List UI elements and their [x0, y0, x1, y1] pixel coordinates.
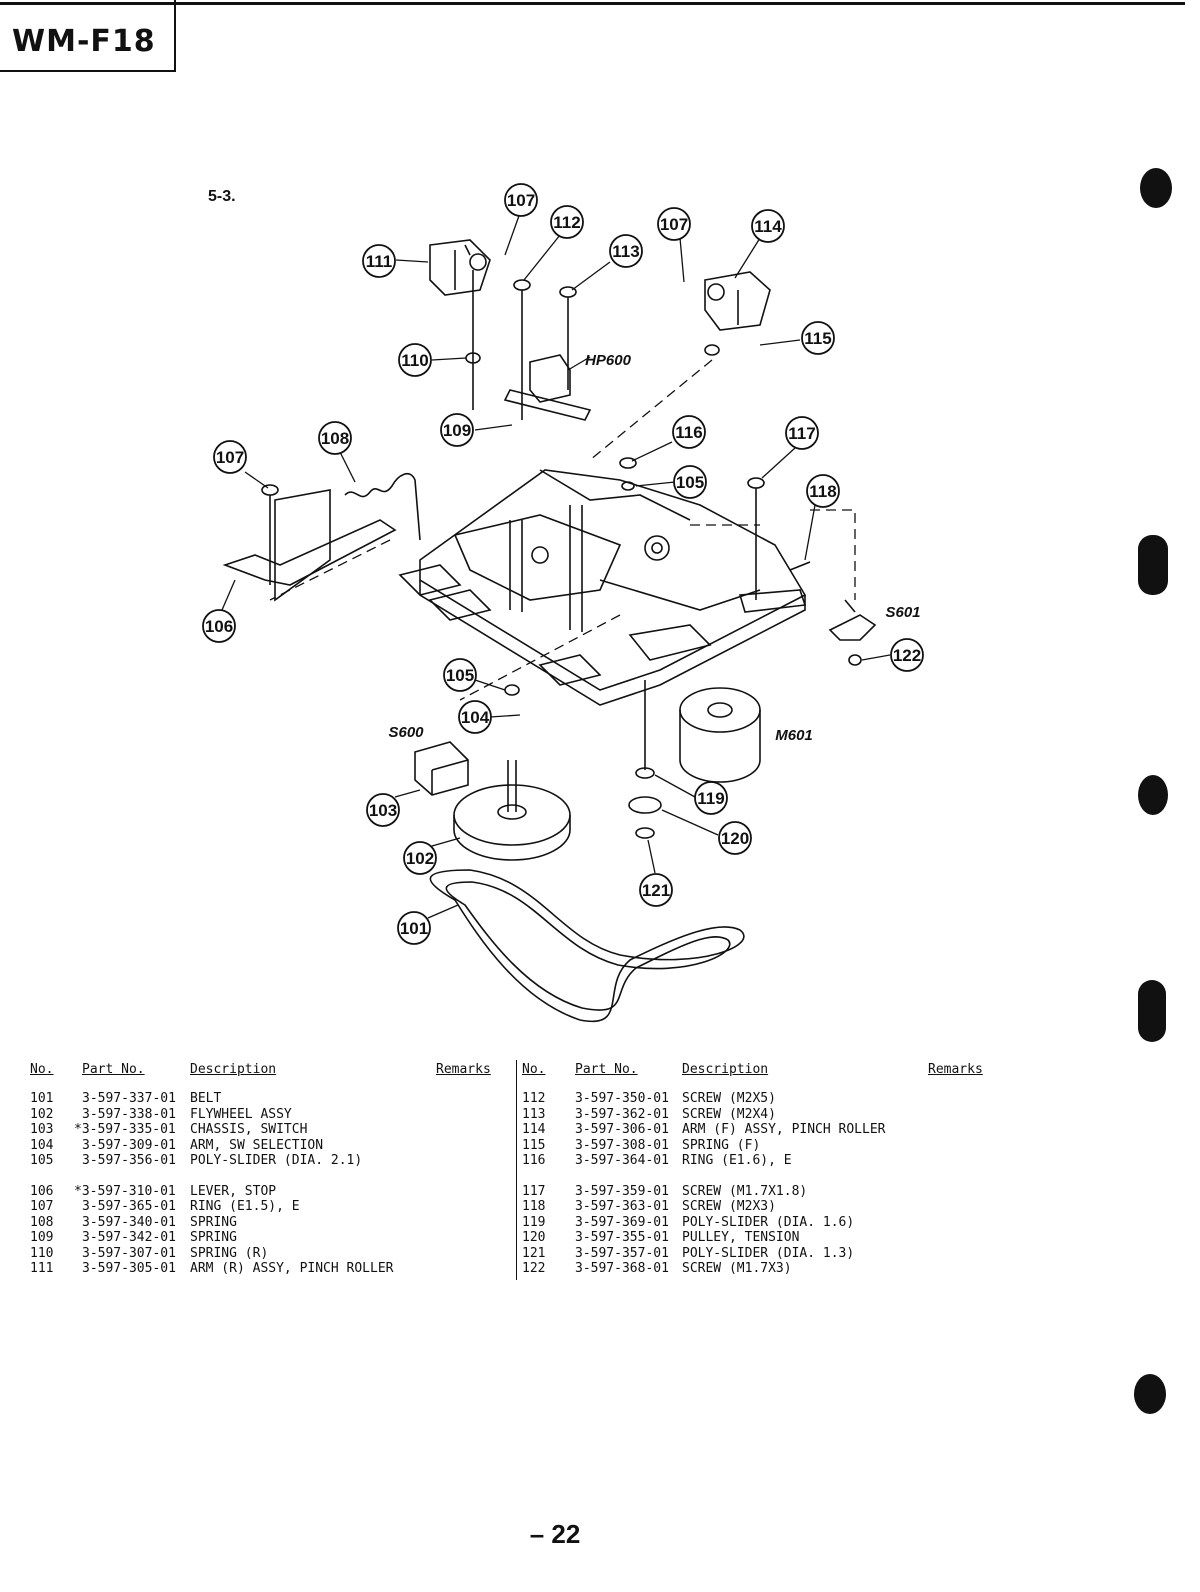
callout-circle: [785, 416, 819, 450]
binder-hole: [1134, 1374, 1166, 1414]
callout-120: 120: [721, 829, 749, 848]
callout-circle: [202, 609, 236, 643]
callout-116: 116: [675, 423, 702, 442]
callout-117: 117: [788, 424, 815, 443]
callout-circle: [718, 821, 752, 855]
callout-circle: [318, 421, 352, 455]
col-header-description: Description: [190, 1062, 277, 1077]
callout-107: 107: [507, 191, 535, 210]
callout-106: 106: [205, 617, 233, 636]
col-header-remarks: Remarks: [928, 1062, 983, 1077]
header-box: [0, 0, 176, 72]
callout-105: 105: [676, 473, 704, 492]
callout-circle: [443, 658, 477, 692]
pulley-stack: [628, 680, 662, 839]
arm-r-assy: [429, 239, 491, 296]
callout-labels: 101 102 103 104 105 105 106 107 107 107 …: [205, 191, 921, 938]
callout-circle: [550, 205, 584, 239]
callout-circle: [609, 234, 643, 268]
callout-119: 119: [697, 789, 724, 808]
model-title: WM-F18: [12, 24, 156, 59]
callout-112: 112: [553, 213, 580, 232]
binder-hole: [1138, 775, 1168, 815]
col-header-part-no: Part No.: [575, 1062, 638, 1077]
callout-110: 110: [401, 351, 428, 370]
assembly-guides: [269, 359, 856, 701]
callout-107: 107: [216, 448, 244, 467]
spring-108: [344, 472, 421, 541]
callout-113: 113: [612, 242, 639, 261]
callout-122: 122: [893, 646, 921, 665]
col-header-no: No.: [30, 1062, 54, 1077]
head-hp600: [503, 354, 592, 421]
callout-circle: [398, 343, 432, 377]
callout-102: 102: [406, 849, 434, 868]
lever-stop: [222, 489, 397, 602]
callout-circle: [672, 415, 706, 449]
binder-hole: [1138, 980, 1166, 1042]
flywheel: [453, 760, 571, 861]
col-header-remarks: Remarks: [436, 1062, 491, 1077]
belt: [429, 869, 745, 1023]
motor-m601: [679, 687, 761, 783]
binder-hole: [1138, 535, 1168, 595]
screws: [261, 270, 862, 696]
callout-circle: [801, 321, 835, 355]
callout-111: 111: [366, 252, 393, 271]
callout-115: 115: [804, 329, 831, 348]
ref-m601: M601: [775, 727, 813, 744]
callout-circle: [458, 700, 492, 734]
callout-leaders: [221, 212, 891, 919]
callout-circle: [440, 413, 474, 447]
callout-circle: [806, 474, 840, 508]
table-divider: [516, 1060, 517, 1280]
switch-s600: [414, 741, 469, 796]
switch-s601: [828, 599, 877, 641]
exploded-view-diagram: 101 102 103 104 105 105 106 107 107 107 …: [202, 183, 924, 1023]
callout-bubbles: [202, 183, 924, 945]
ref-s600: S600: [388, 724, 424, 741]
callout-circle: [639, 873, 673, 907]
callout-118: 118: [809, 482, 836, 501]
callout-121: 121: [642, 881, 670, 900]
binder-hole: [1140, 168, 1172, 208]
col-header-part-no: Part No.: [82, 1062, 145, 1077]
callout-circle: [890, 638, 924, 672]
callout-circle: [694, 781, 728, 815]
callout-circle: [366, 793, 400, 827]
callout-circle: [362, 244, 396, 278]
page-number: – 22: [529, 1519, 581, 1549]
section-label: 5-3.: [208, 188, 236, 205]
callout-101: 101: [400, 919, 428, 938]
ref-s601: S601: [885, 604, 920, 621]
callout-108: 108: [321, 429, 349, 448]
callout-circle: [403, 841, 437, 875]
arm-f-assy: [704, 271, 771, 331]
callout-103: 103: [369, 801, 397, 820]
callout-circle: [213, 440, 247, 474]
callout-109: 109: [443, 421, 471, 440]
callout-105: 105: [446, 666, 474, 685]
col-header-no: No.: [522, 1062, 546, 1077]
ref-hp600: HP600: [585, 352, 632, 369]
callout-circle: [504, 183, 538, 217]
callout-104: 104: [461, 708, 490, 727]
callout-107: 107: [660, 215, 688, 234]
callout-circle: [751, 209, 785, 243]
callout-114: 114: [754, 217, 782, 236]
top-rule: [0, 2, 1185, 5]
col-header-description: Description: [682, 1062, 769, 1077]
callout-circle: [673, 465, 707, 499]
callout-circle: [657, 207, 691, 241]
callout-circle: [397, 911, 431, 945]
